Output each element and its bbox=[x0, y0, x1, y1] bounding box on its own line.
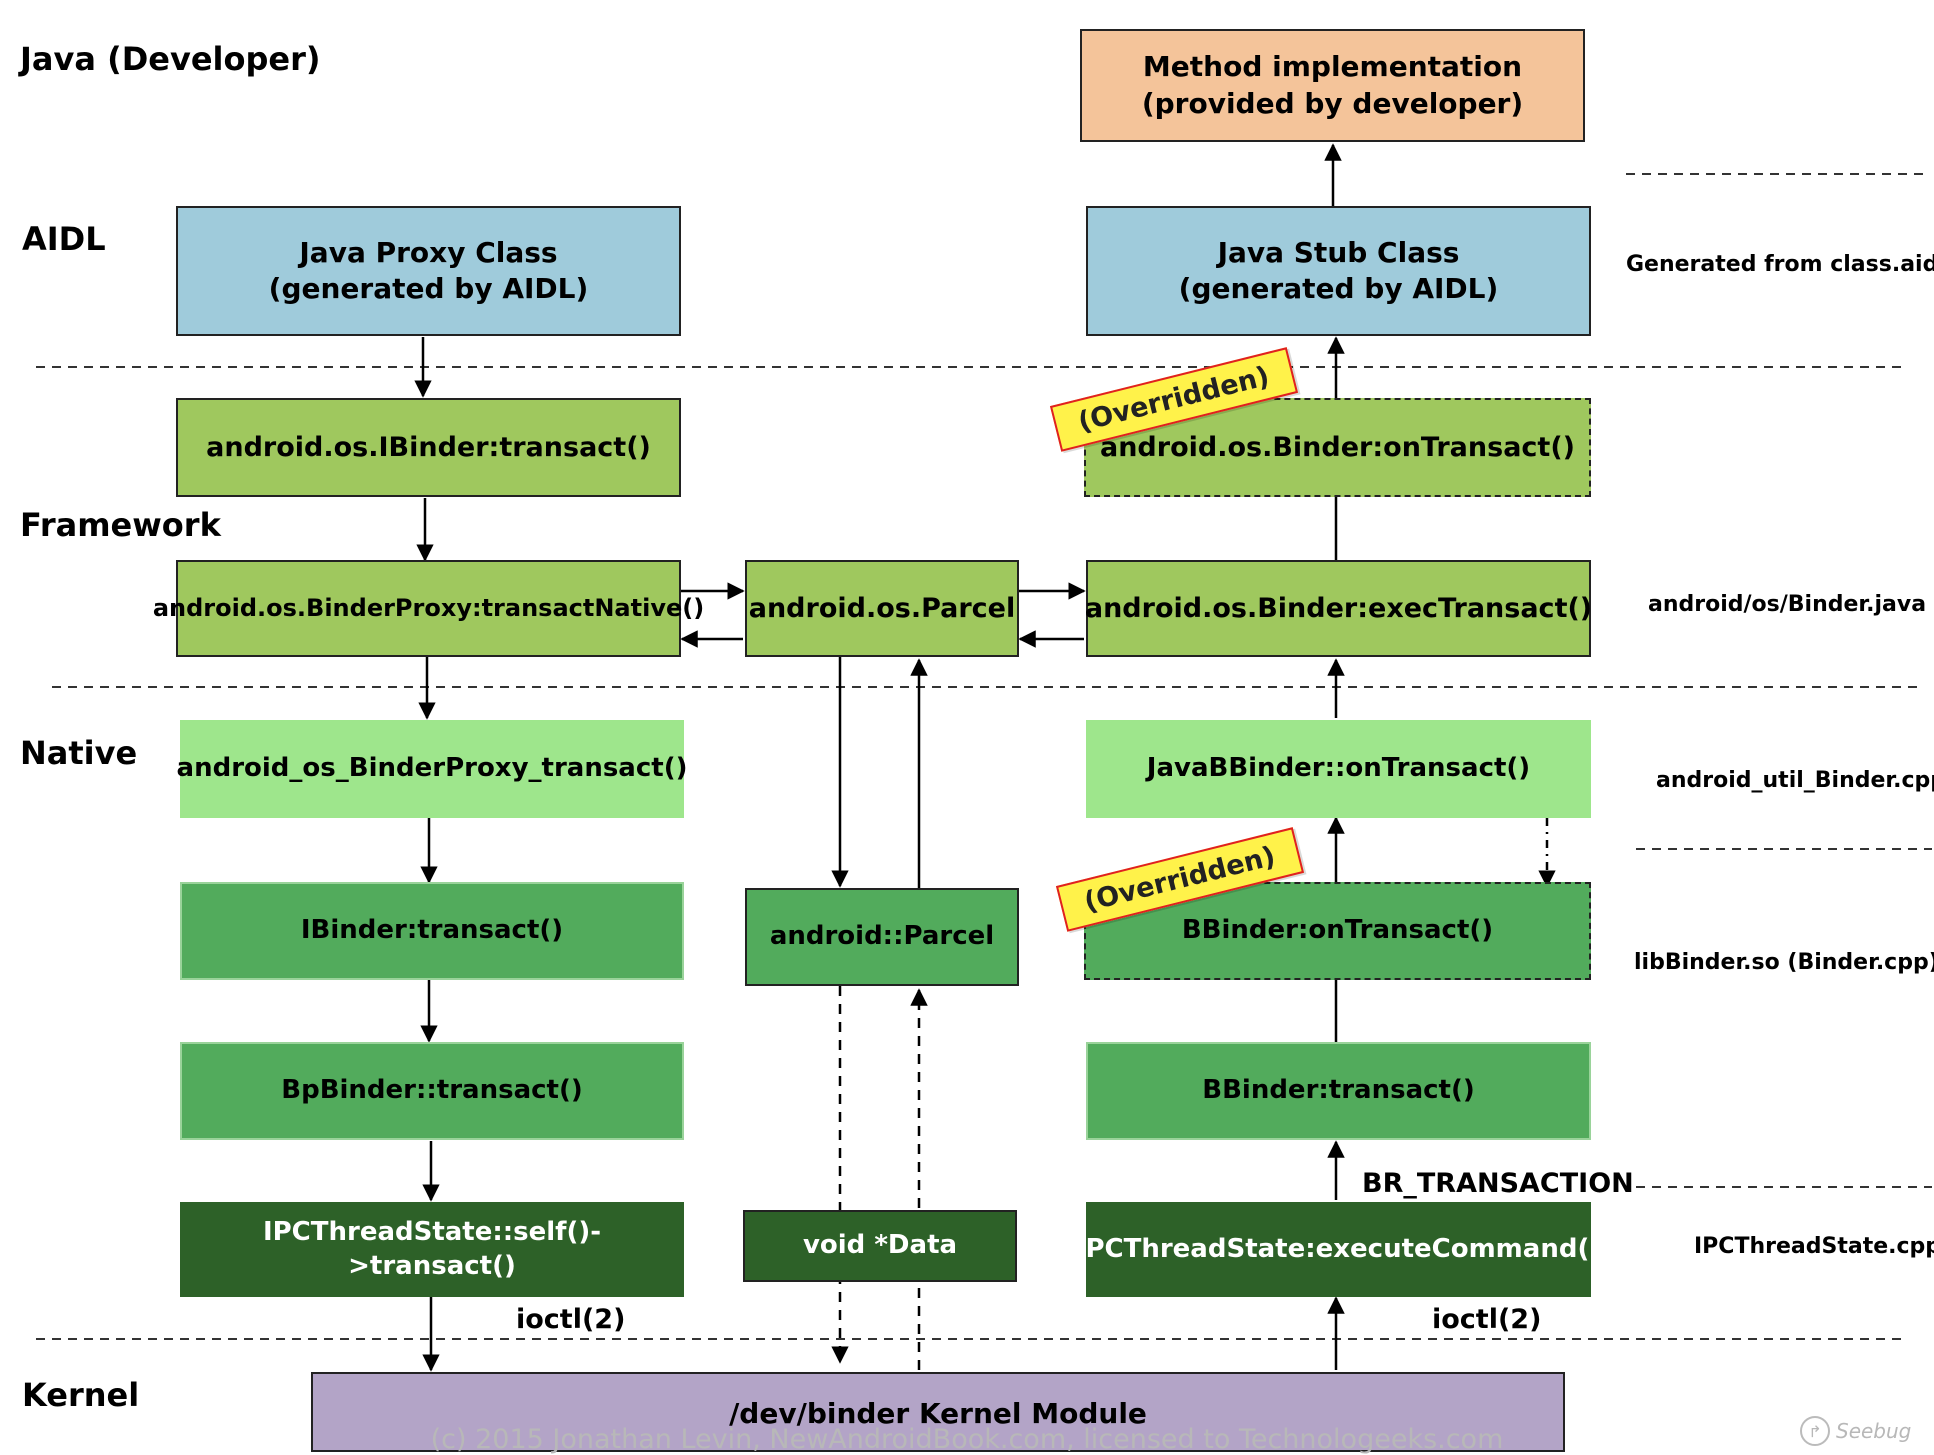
layer-label-kernel: Kernel bbox=[22, 1376, 140, 1414]
native-ibinder-transact-box: IBinder:transact() bbox=[180, 882, 684, 980]
seebug-logo: ↱ Seebug bbox=[1800, 1414, 1920, 1448]
native-binderproxy-transact-box: android_os_BinderProxy_transact() bbox=[177, 720, 687, 818]
side-label-libbinder: libBinder.so (Binder.cpp) bbox=[1634, 950, 1934, 975]
bbinder-transact-box: BBinder:transact() bbox=[1086, 1042, 1591, 1140]
void-data-box: void *Data bbox=[743, 1210, 1017, 1282]
side-label-generated-from: Generated from class.aidl bbox=[1626, 252, 1934, 277]
side-label-util-binder-cpp: android_util_Binder.cpp bbox=[1656, 768, 1934, 793]
seebug-logo-text: Seebug bbox=[1836, 1419, 1912, 1443]
copyright-watermark: (c) 2015 Jonathan Levin, NewAndroidBook.… bbox=[430, 1424, 1504, 1455]
side-label-binder-java: android/os/Binder.java bbox=[1648, 592, 1927, 617]
ibinder-transact-box: android.os.IBinder:transact() bbox=[176, 398, 681, 497]
java-stub-class-box: Java Stub Class (generated by AIDL) bbox=[1086, 206, 1591, 336]
bpbinder-transact-box: BpBinder::transact() bbox=[180, 1042, 684, 1140]
method-implementation-box: Method implementation (provided by devel… bbox=[1080, 29, 1585, 142]
java-proxy-class-box: Java Proxy Class (generated by AIDL) bbox=[176, 206, 681, 336]
layer-label-aidl: AIDL bbox=[22, 220, 106, 258]
os-parcel-box: android.os.Parcel bbox=[745, 560, 1019, 657]
ioctl-right-label: ioctl(2) bbox=[1432, 1304, 1542, 1335]
layer-label-framework: Framework bbox=[20, 506, 221, 544]
layer-separators bbox=[36, 173, 1932, 1340]
ipc-execute-command-box: IPCThreadState:executeCommand() bbox=[1076, 1202, 1601, 1297]
side-label-ipcthreadstate-cpp: IPCThreadState.cpp bbox=[1694, 1234, 1934, 1259]
android-parcel-box: android::Parcel bbox=[745, 888, 1019, 986]
binder-exectransact-box: android.os.Binder:execTransact() bbox=[1085, 560, 1592, 657]
bbinder-ontransact-box: BBinder:onTransact() bbox=[1084, 882, 1591, 980]
ioctl-left-label: ioctl(2) bbox=[516, 1304, 626, 1335]
binderproxy-transactnative-box: android.os.BinderProxy:transactNative() bbox=[153, 560, 704, 657]
seebug-logo-icon: ↱ bbox=[1800, 1416, 1830, 1446]
javabbinder-ontransact-box: JavaBBinder::onTransact() bbox=[1086, 720, 1591, 818]
ipc-self-transact-box: IPCThreadState::self()->transact() bbox=[180, 1202, 684, 1297]
binder-kernel-module-box: /dev/binder Kernel Module bbox=[311, 1372, 1565, 1452]
layer-label-native: Native bbox=[20, 734, 138, 772]
br-transaction-label: BR_TRANSACTION bbox=[1362, 1168, 1634, 1199]
layer-label-java: Java (Developer) bbox=[20, 40, 321, 78]
